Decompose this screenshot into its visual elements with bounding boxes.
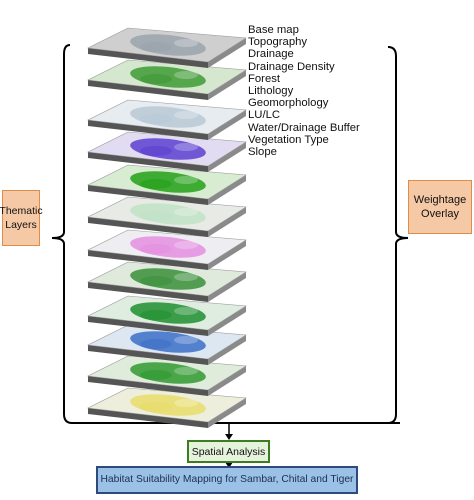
map-layer [86, 196, 247, 237]
map-layer [86, 27, 247, 68]
arrow-head-to-spatial [225, 434, 233, 440]
map-layer [86, 99, 247, 140]
thematic-layers-label: Thematic Layers [0, 205, 43, 231]
layer-label: Drainage Density [248, 60, 335, 73]
layer-label: Geomorphology [248, 97, 329, 110]
layer-label: Topography [248, 36, 308, 49]
layer-label: Forest [248, 72, 281, 85]
map-layer [86, 229, 247, 270]
layer-stack [86, 27, 247, 428]
map-layer [86, 295, 247, 336]
layer-label-list: Base map Topography Drainage Drainage De… [248, 24, 408, 158]
map-layer [86, 387, 247, 428]
map-layer [86, 131, 247, 172]
right-bracket [387, 46, 409, 424]
spatial-analysis-box: Spatial Analysis [187, 440, 270, 463]
thematic-layers-box: Thematic Layers [0, 190, 43, 246]
left-bracket [51, 44, 400, 424]
map-layer [86, 261, 247, 302]
weightage-overlay-box: Weightage Overlay [408, 180, 472, 234]
habitat-suitability-box: Habitat Suitability Mapping for Sambar, … [96, 466, 358, 494]
map-layer [86, 164, 247, 205]
map-layer [86, 59, 247, 100]
layer-label: Drainage [248, 48, 294, 61]
spatial-analysis-label: Spatial Analysis [191, 445, 266, 458]
layer-label: Base map [248, 24, 299, 36]
layer-label: Slope [248, 146, 277, 159]
layer-label: LU/LC [248, 109, 281, 122]
layer-label: Lithology [248, 85, 294, 98]
arrow-head-to-habitat [225, 462, 233, 468]
layer-label: Vegetation Type [248, 133, 329, 146]
weightage-overlay-label: Weightage Overlay [413, 194, 467, 220]
map-layer [86, 355, 247, 396]
habitat-suitability-label: Habitat Suitability Mapping for Sambar, … [100, 474, 354, 485]
layer-label: Water/Drainage Buffer [248, 121, 360, 134]
